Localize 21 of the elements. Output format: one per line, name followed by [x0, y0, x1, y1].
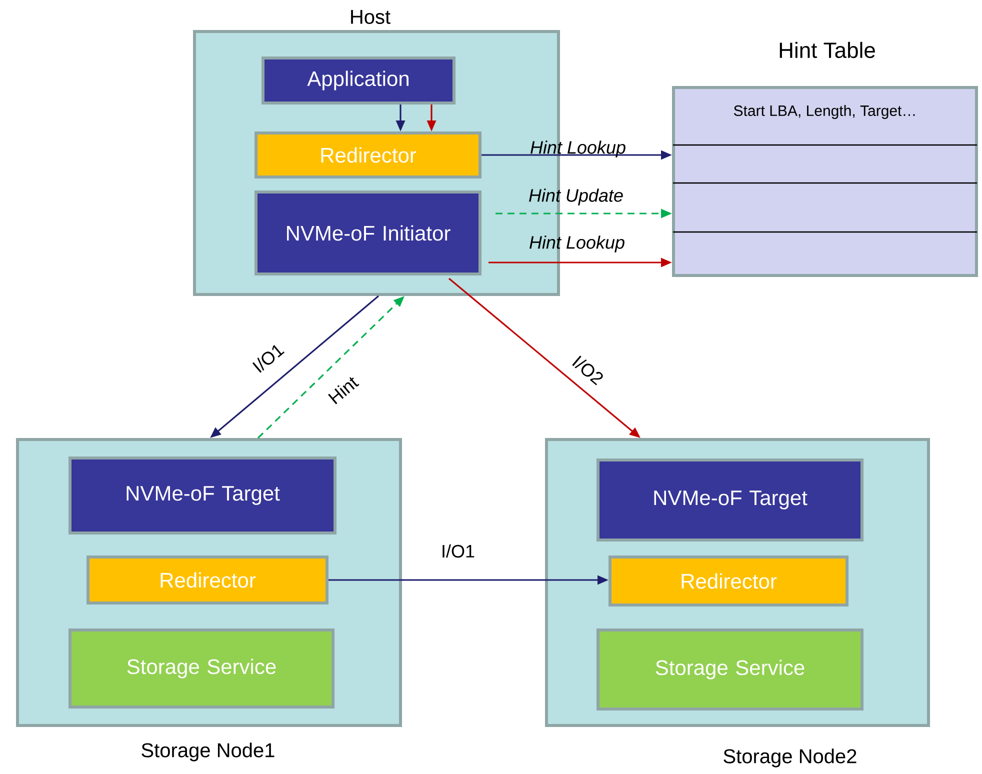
- component-box: Storage Service: [68, 628, 334, 708]
- edge-label: I/O2: [572, 356, 603, 386]
- edge-label: Hint Lookup: [530, 236, 624, 252]
- box-heading: Host: [351, 10, 390, 24]
- box-heading: Storage Node1: [142, 742, 274, 762]
- component-box: NVMe-oF Target: [68, 456, 336, 534]
- edge-label: Hint Update: [529, 188, 623, 206]
- edge-label: I/O1: [442, 544, 474, 558]
- edge-label: I/O1: [252, 345, 284, 373]
- edge-label: Hint Lookup: [530, 140, 626, 158]
- component-box: NVMe-oF Target: [596, 458, 864, 542]
- edge-label: Hint: [328, 377, 360, 404]
- hint-table: Start LBA, Length, Target…: [672, 86, 978, 277]
- component-box: Application: [262, 56, 456, 104]
- box-heading: Storage Node2: [724, 748, 856, 768]
- component-box: Redirector: [86, 556, 328, 604]
- table-title: Hint Table: [780, 42, 875, 58]
- component-box: Redirector: [254, 132, 482, 178]
- component-box: Redirector: [608, 556, 848, 606]
- component-box: NVMe-oF Initiator: [254, 190, 482, 276]
- component-box: Storage Service: [596, 628, 864, 710]
